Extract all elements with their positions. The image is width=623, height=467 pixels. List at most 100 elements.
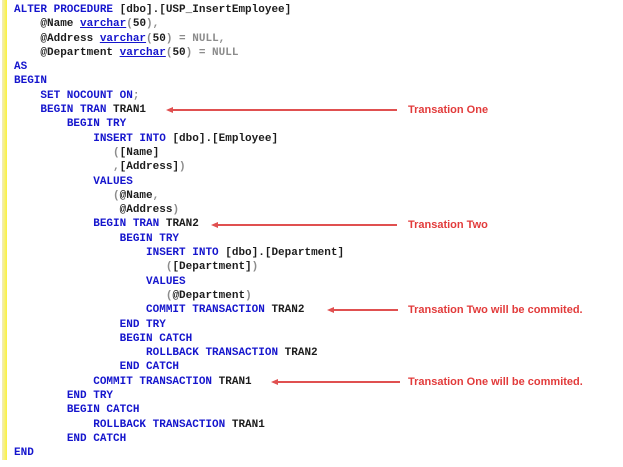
code-token <box>14 233 120 245</box>
code-token: , <box>152 189 160 202</box>
code-token: AS <box>14 61 28 74</box>
code-token: ), <box>146 18 160 31</box>
code-token: END <box>14 447 34 460</box>
code-line: COMMIT TRANSACTION TRAN1 <box>0 375 623 389</box>
code-token: ROLLBACK TRANSACTION <box>93 418 232 431</box>
code-token: ) <box>245 289 252 302</box>
code-token: BEGIN TRAN <box>40 104 114 117</box>
code-line: @Department varchar(50) = NULL <box>0 46 623 60</box>
code-token: BEGIN <box>14 75 48 88</box>
code-token: [Department] <box>172 261 252 274</box>
annotation-label: Transation One will be commited. <box>408 375 583 388</box>
code-token: BEGIN CATCH <box>66 404 140 417</box>
code-token: @Name <box>119 189 153 202</box>
code-line: INSERT INTO [dbo].[Department] <box>0 246 623 260</box>
annotation-label: Transation One <box>408 104 489 117</box>
annotation-arrowhead-icon <box>271 378 278 385</box>
code-token: TRAN1 <box>231 418 265 431</box>
code-token: @Address <box>14 204 173 217</box>
code-line: @Name varchar(50), <box>0 17 623 31</box>
code-line: @Address) <box>0 203 623 217</box>
code-token: 50 <box>132 18 147 31</box>
code-token: END TRY <box>66 390 114 403</box>
code-token: @Department <box>172 289 246 302</box>
code-line: BEGIN CATCH <box>0 403 623 417</box>
code-token <box>14 247 146 259</box>
code-line: END TRY <box>0 318 623 332</box>
code-token: VALUES <box>146 275 186 288</box>
code-line: END <box>0 446 623 460</box>
annotation-arrow-line <box>172 109 397 112</box>
code-token <box>14 304 146 316</box>
code-token <box>14 176 93 188</box>
code-line: BEGIN CATCH <box>0 332 623 346</box>
code-token: varchar <box>99 32 147 45</box>
code-token: TRAN2 <box>165 218 199 231</box>
code-line: BEGIN TRAN TRAN2 <box>0 217 623 231</box>
code-line: VALUES <box>0 275 623 289</box>
code-token: END CATCH <box>66 432 127 445</box>
code-token: @Name <box>14 18 81 31</box>
code-token: ) = NULL, <box>165 32 226 45</box>
code-token: SET NOCOUNT ON <box>40 89 133 102</box>
code-line: ([Name] <box>0 146 623 160</box>
code-token <box>14 118 67 130</box>
code-token: @Department <box>14 46 120 59</box>
code-token: ) <box>251 261 259 274</box>
change-tracking-bar <box>2 0 7 460</box>
code-editor[interactable]: ALTER PROCEDURE [dbo].[USP_InsertEmploye… <box>0 3 623 461</box>
code-token: TRAN1 <box>218 375 252 388</box>
code-line: COMMIT TRANSACTION TRAN2 <box>0 303 623 317</box>
code-token <box>14 276 146 288</box>
code-token: [dbo].[Department] <box>225 247 345 260</box>
code-line: VALUES <box>0 175 623 189</box>
code-token <box>14 218 93 230</box>
code-token: ) = NULL <box>185 46 239 59</box>
code-line: ([Department]) <box>0 260 623 274</box>
annotation-arrowhead-icon <box>211 221 218 228</box>
code-token: INSERT INTO <box>93 132 173 145</box>
code-token: VALUES <box>93 175 133 188</box>
code-line: BEGIN TRY <box>0 232 623 246</box>
code-token: ( <box>14 189 120 202</box>
code-line: END TRY <box>0 389 623 403</box>
code-token <box>14 133 93 145</box>
code-token <box>14 376 93 388</box>
code-line: ROLLBACK TRANSACTION TRAN1 <box>0 418 623 432</box>
code-token: [dbo].[USP_InsertEmployee] <box>119 4 292 16</box>
code-token: [Name] <box>119 146 160 159</box>
code-line: BEGIN <box>0 74 623 88</box>
annotation-arrowhead-icon <box>327 307 334 314</box>
code-token: 50 <box>172 46 186 59</box>
code-token: BEGIN CATCH <box>119 332 193 345</box>
annotation-arrow-line <box>277 380 400 383</box>
code-line: END CATCH <box>0 432 623 446</box>
code-token <box>14 404 67 416</box>
code-token: ( <box>126 18 133 31</box>
code-token <box>14 90 40 102</box>
code-token: COMMIT TRANSACTION <box>93 375 219 388</box>
code-token: ALTER PROCEDURE <box>14 4 120 16</box>
code-token: ( <box>146 32 153 45</box>
code-token: BEGIN TRAN <box>93 218 166 231</box>
code-token: varchar <box>119 46 166 59</box>
code-token: ( <box>14 146 120 159</box>
code-token: [dbo].[Employee] <box>172 132 279 145</box>
code-line: SET NOCOUNT ON; <box>0 89 623 103</box>
code-line: INSERT INTO [dbo].[Employee] <box>0 132 623 146</box>
code-token: BEGIN TRY <box>66 118 127 131</box>
annotation-arrow-line <box>333 309 398 312</box>
code-token: TRAN2 <box>271 304 305 317</box>
code-token: END CATCH <box>119 361 180 374</box>
code-token <box>14 104 40 116</box>
code-line: AS <box>0 60 623 74</box>
code-token: INSERT INTO <box>146 247 226 260</box>
code-token: COMMIT TRANSACTION <box>146 304 272 317</box>
code-line: BEGIN TRY <box>0 117 623 131</box>
code-token <box>14 347 146 359</box>
annotation-label: Transation Two <box>408 218 488 231</box>
code-line: ,[Address]) <box>0 160 623 174</box>
annotation-arrowhead-icon <box>166 107 173 114</box>
code-token <box>14 419 93 431</box>
code-token: @Address <box>14 32 100 45</box>
